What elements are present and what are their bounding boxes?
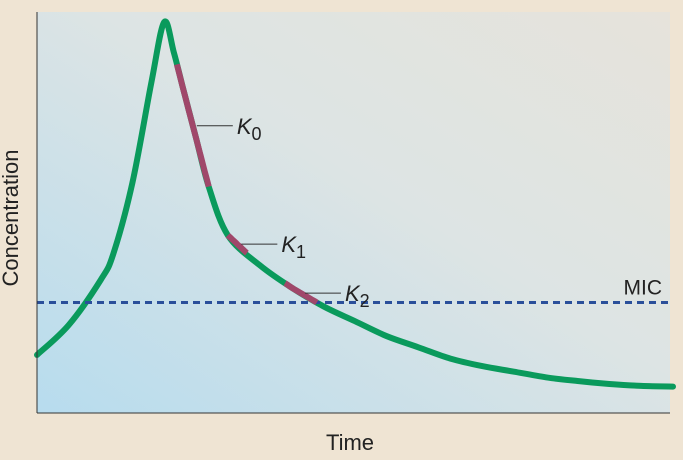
x-axis-label: Time (326, 430, 374, 455)
mic-label: MIC (624, 277, 663, 300)
rate-segment-2 (283, 280, 319, 306)
plot-area (37, 12, 670, 413)
rate-label-0: K0 (237, 114, 262, 144)
concentration-curve (34, 18, 676, 390)
rate-segment-1 (225, 233, 249, 256)
rate-label-2: K2 (345, 281, 370, 311)
rate-label-1: K1 (281, 232, 306, 262)
rate-segment-0 (174, 63, 212, 188)
y-axis-label: Concentration (0, 150, 23, 287)
